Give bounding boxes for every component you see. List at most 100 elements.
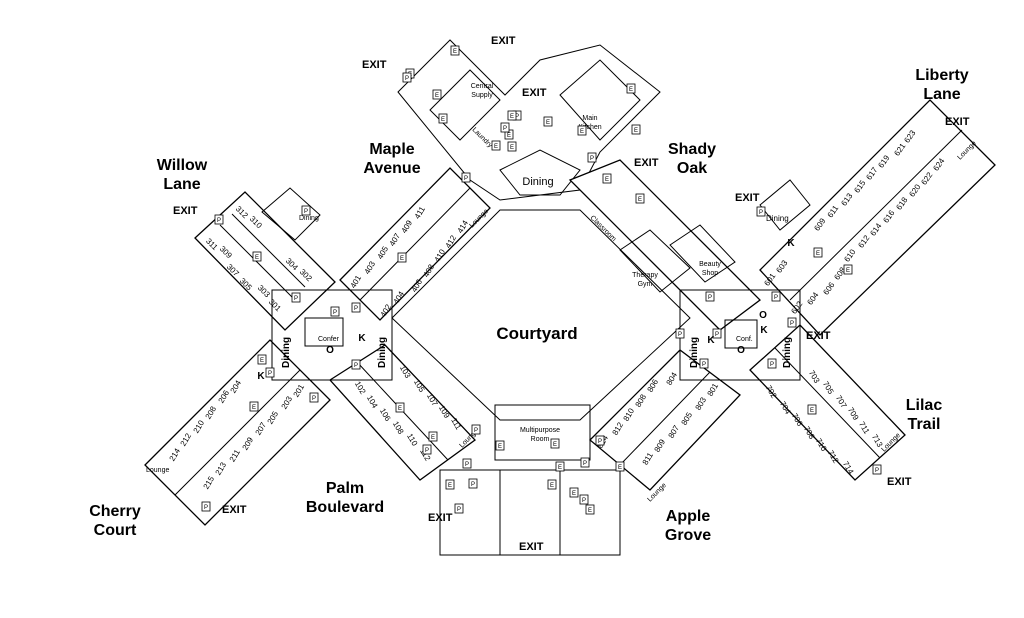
elevator-icon: E [397, 252, 407, 263]
exit-label-willow: EXIT [173, 205, 198, 217]
svg-text:P: P [465, 462, 469, 468]
svg-text:P: P [715, 332, 719, 338]
elevator-icon: E [550, 438, 560, 449]
phone-icon: P [330, 306, 340, 317]
svg-text:P: P [217, 218, 221, 224]
phone-icon: P [675, 328, 685, 339]
svg-text:P: P [770, 362, 774, 368]
svg-text:P: P [464, 176, 468, 182]
courtyard-outline [391, 209, 691, 421]
svg-text:P: P [759, 210, 763, 216]
svg-text:P: P [790, 321, 794, 327]
phone-icon: P [705, 291, 715, 302]
kitchen-marker-icon: K [787, 238, 795, 249]
svg-text:P: P [678, 332, 682, 338]
svg-text:P: P [457, 507, 461, 513]
exit-label-liberty: EXIT [945, 116, 970, 128]
exit-label-east-hub: EXIT [806, 330, 831, 342]
palm-wing-outline [329, 344, 476, 481]
phone-icon: P [500, 122, 510, 133]
svg-text:P: P [354, 306, 358, 312]
shady-wing-outline [568, 159, 761, 331]
svg-text:P: P [582, 498, 586, 504]
elevator-icon: E [445, 479, 455, 490]
east-dining-label-1: Dining [689, 337, 700, 368]
svg-text:E: E [448, 483, 452, 489]
exit-label-north: EXIT [491, 35, 516, 47]
phone-icon: P [461, 172, 471, 183]
phone-icon: P [579, 494, 589, 505]
svg-text:E: E [398, 406, 402, 412]
phone-icon: P [756, 206, 766, 217]
svg-text:P: P [268, 371, 272, 377]
central-supply-room [429, 69, 501, 141]
svg-text:P: P [583, 461, 587, 467]
svg-text:P: P [875, 468, 879, 474]
svg-text:P: P [333, 310, 337, 316]
elevator-icon: E [252, 251, 262, 262]
svg-text:E: E [453, 49, 457, 55]
elevator-icon: E [626, 83, 636, 94]
elevator-icon: E [432, 89, 442, 100]
willow-wing-outline [194, 191, 336, 331]
west-dining-label-2: Dining [377, 337, 388, 368]
svg-text:P: P [590, 156, 594, 162]
svg-text:E: E [588, 508, 592, 514]
main-dining-room [499, 149, 581, 196]
svg-text:P: P [354, 363, 358, 369]
phone-icon: P [468, 478, 478, 489]
svg-text:E: E [638, 197, 642, 203]
exit-label-south: EXIT [519, 541, 544, 553]
west-dining-label-1: Dining [281, 337, 292, 368]
phone-icon: P [767, 358, 777, 369]
elevator-icon: E [569, 487, 579, 498]
confer-room [304, 317, 344, 347]
beauty-shop-room [669, 224, 736, 283]
office-marker-icon: O [759, 310, 767, 321]
svg-text:E: E [498, 444, 502, 450]
svg-text:E: E [816, 251, 820, 257]
svg-text:E: E [510, 114, 514, 120]
exit-label-liberty-dining: EXIT [735, 192, 760, 204]
svg-text:P: P [304, 209, 308, 215]
conf-room [724, 319, 758, 349]
svg-text:P: P [774, 295, 778, 301]
svg-text:E: E [546, 120, 550, 126]
svg-text:P: P [405, 76, 409, 82]
exit-label-kitchen: EXIT [522, 87, 547, 99]
courtyard-label: Courtyard [496, 324, 577, 343]
elevator-icon: E [807, 404, 817, 415]
svg-text:E: E [252, 405, 256, 411]
svg-text:P: P [425, 448, 429, 454]
phone-icon: P [201, 501, 211, 512]
phone-icon: P [787, 317, 797, 328]
exit-label-lilac: EXIT [887, 476, 912, 488]
svg-text:P: P [515, 114, 519, 120]
phone-icon: P [309, 392, 319, 403]
elevator-icon: E [813, 247, 823, 258]
svg-text:P: P [312, 396, 316, 402]
svg-text:E: E [550, 483, 554, 489]
phone-icon: P [712, 328, 722, 339]
map-markers: EEEEPPEEPEEEEPEEPEEPPEPEPPEPPPEEPEPPPPEE… [201, 45, 882, 515]
phone-icon: P [595, 435, 605, 446]
west-hub [271, 289, 393, 381]
phone-icon: P [587, 152, 597, 163]
apple-wing-outline [589, 349, 741, 491]
kitchen-room [559, 59, 641, 141]
conf-label: Conf. [736, 336, 753, 343]
elevator-icon: E [450, 45, 460, 56]
svg-text:E: E [605, 177, 609, 183]
phone-icon: P [422, 444, 432, 455]
kitchen-marker-icon: K [358, 333, 366, 344]
kitchen-marker-icon: K [707, 335, 715, 346]
phone-icon: P [580, 457, 590, 468]
east-dining-label-2: Dining [782, 337, 793, 368]
svg-text:E: E [510, 145, 514, 151]
